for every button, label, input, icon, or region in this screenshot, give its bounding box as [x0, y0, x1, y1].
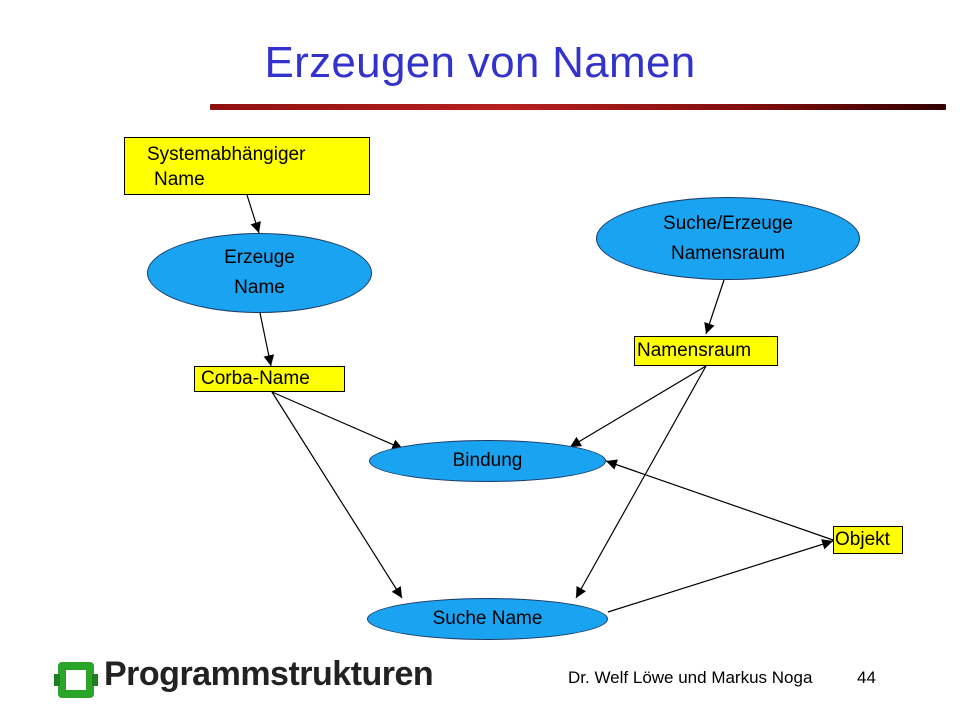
edge-objekt-to-bindung [605, 459, 834, 541]
node-suche-name: Suche Name [367, 598, 608, 640]
programmstrukturen-logo [54, 662, 98, 698]
edge-namensraum-to-suche-name [575, 365, 707, 599]
node-label-line2: Name [234, 277, 285, 298]
node-corba-name: Corba-Name [194, 366, 345, 392]
slide-title: Erzeugen von Namen [264, 38, 696, 87]
node-label: Objekt [835, 529, 890, 550]
edge-erzeuge-to-corba [259, 312, 275, 367]
node-label: Corba-Name [201, 368, 310, 389]
node-suche-erzeuge-namensraum: Suche/Erzeuge Namensraum [596, 197, 860, 280]
title-underline-bar [210, 104, 946, 110]
node-label-line1: Suche/Erzeuge [663, 212, 793, 234]
edge-suche-erzeuge-to-namensraum [704, 279, 725, 335]
node-systemabhaengiger-name: Systemabhängiger Name [124, 137, 370, 195]
node-label-line2: Name [154, 169, 205, 190]
node-erzeuge-name: Erzeuge Name [147, 233, 372, 313]
node-label-line2: Namensraum [670, 242, 786, 264]
edge-corba-to-bindung [271, 391, 404, 450]
edge-systemabhaengiger-to-erzeuge [246, 194, 261, 234]
edge-namensraum-to-bindung [569, 365, 707, 448]
node-label: Namensraum [637, 340, 752, 361]
node-label-line1: Erzeuge [224, 247, 295, 268]
edge-suche-name-to-objekt [607, 539, 834, 613]
node-label: Bindung [452, 450, 523, 471]
node-objekt: Objekt [833, 526, 903, 554]
page-number: 44 [857, 668, 876, 687]
node-namensraum: Namensraum [634, 336, 778, 366]
edge-corba-to-suche-name [271, 391, 403, 599]
node-bindung: Bindung [369, 440, 606, 482]
logo-text: Programmstrukturen [104, 655, 434, 693]
node-label-line1: Systemabhängiger [147, 144, 306, 165]
node-label: Suche Name [432, 608, 543, 629]
footer-authors: Dr. Welf Löwe und Markus Noga [568, 668, 813, 687]
